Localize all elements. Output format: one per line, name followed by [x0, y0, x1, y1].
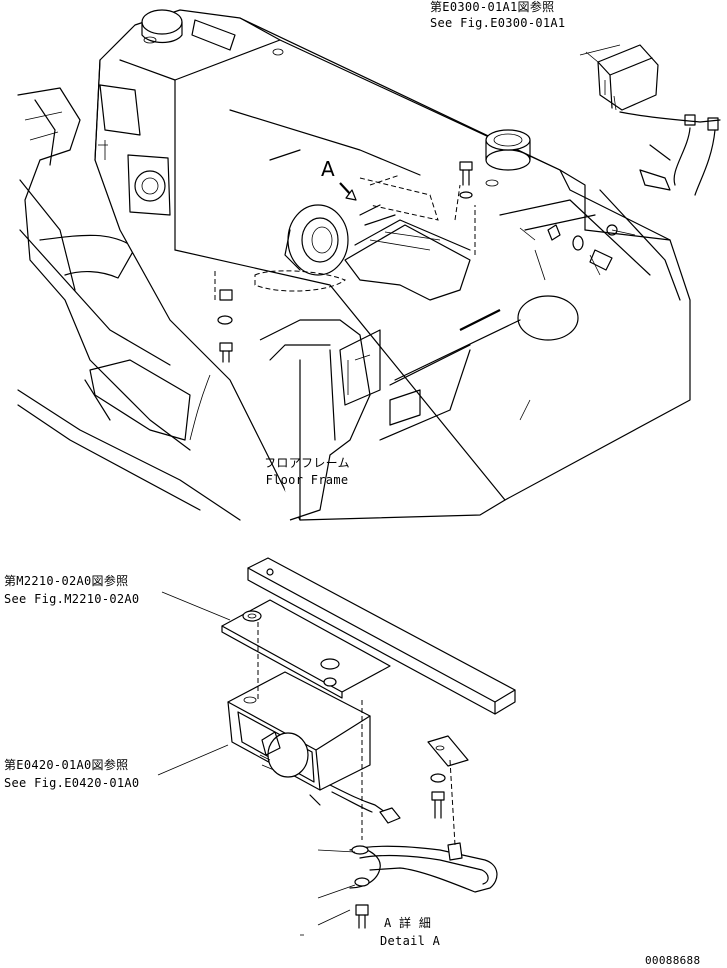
floor-frame-jp: フロアフレーム — [264, 456, 350, 470]
detail-a-view — [157, 557, 516, 936]
view-a-marker: A — [321, 157, 335, 181]
ref-e0420-en: See Fig.E0420-01A0 — [4, 776, 140, 790]
floor-frame-en: Floor Frame — [265, 473, 349, 487]
detail-a-jp: A 詳 細 — [384, 916, 432, 930]
drawing-number: 00088688 — [645, 954, 701, 967]
upper-assembly-view — [17, 9, 721, 521]
ref-e0420-jp: 第E0420-01A0図参照 — [4, 758, 129, 772]
ref-e0300-en: See Fig.E0300-01A1 — [430, 16, 566, 30]
ref-e0300-jp: 第E0300-01A1図参照 — [430, 0, 555, 14]
detail-a-en: Detail A — [380, 934, 441, 948]
ref-m2210-en: See Fig.M2210-02A0 — [4, 592, 140, 606]
ref-m2210-jp: 第M2210-02A0図参照 — [4, 574, 129, 588]
